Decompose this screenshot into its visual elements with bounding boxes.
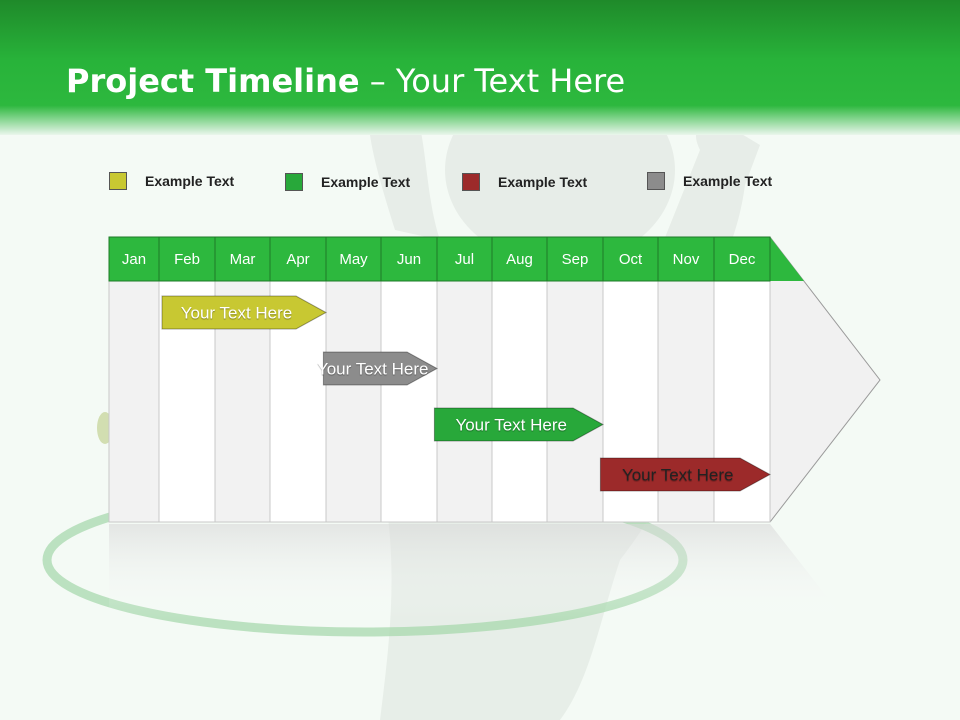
month-label-oct: Oct [619, 251, 643, 268]
month-label-jan: Jan [122, 251, 146, 268]
timeline-bar-2[interactable] [322, 351, 439, 386]
month-header-cell [657, 236, 715, 282]
timeline-bar-4[interactable] [599, 457, 772, 492]
legend-item-gray: Example Text [647, 170, 772, 192]
header-band [0, 0, 960, 135]
month-column-jul [436, 280, 493, 523]
month-label-aug: Aug [506, 251, 533, 268]
timeline-bar-1[interactable] [161, 295, 328, 330]
month-column-may [325, 280, 382, 523]
month-label-feb: Feb [174, 251, 200, 268]
legend-swatch [285, 173, 303, 191]
month-column-jan [108, 280, 160, 523]
month-header-cell [214, 236, 271, 282]
month-label-jun: Jun [397, 251, 421, 268]
month-header-cell [158, 236, 216, 282]
month-header-cell [546, 236, 604, 282]
timeline-bar-3[interactable] [433, 407, 605, 442]
legend-item-green: Example Text [285, 171, 410, 193]
timeline-bar-label: Your Text Here [622, 466, 734, 485]
timeline-bar-label: Your Text Here [317, 360, 429, 379]
legend-item-yellow: Example Text [109, 170, 234, 192]
timeline-reflection [109, 524, 845, 620]
month-header-cell [325, 236, 382, 282]
month-header-row: Jan Feb Mar Apr May Jun Jul Aug Sep Oct Nov Dec [108, 236, 771, 282]
legend-label: Example Text [321, 174, 411, 190]
month-header-cell [436, 236, 493, 282]
month-label-nov: Nov [673, 251, 700, 268]
legend-swatch [109, 172, 127, 190]
month-column-sep [546, 280, 604, 523]
month-label-may: May [339, 251, 368, 268]
legend-item-red: Example Text [462, 171, 587, 193]
page-title: Project Timeline – Your Text Here [66, 60, 625, 102]
header-arrow-tip [770, 237, 804, 281]
month-header-cell [713, 236, 771, 282]
month-header-cell [380, 236, 438, 282]
month-label-sep: Sep [562, 251, 589, 268]
legend-swatch [462, 173, 480, 191]
timeline-bar-label: Your Text Here [181, 304, 293, 323]
month-column-aug [491, 280, 548, 523]
month-label-mar: Mar [230, 251, 256, 268]
timeline-bar-label: Your Text Here [455, 416, 567, 435]
legend-swatch [647, 172, 665, 190]
month-header-cell [491, 236, 548, 282]
legend-label: Example Text [145, 173, 235, 189]
title-rest: – Your Text Here [359, 62, 626, 100]
legend-label: Example Text [683, 173, 773, 189]
month-label-dec: Dec [729, 251, 756, 268]
month-column-jun [380, 280, 438, 523]
month-label-jul: Jul [455, 251, 474, 268]
month-label-apr: Apr [286, 251, 309, 268]
title-bold: Project Timeline [66, 62, 360, 100]
month-header-cell [602, 236, 659, 282]
legend-label: Example Text [498, 174, 588, 190]
month-columns [108, 280, 771, 523]
